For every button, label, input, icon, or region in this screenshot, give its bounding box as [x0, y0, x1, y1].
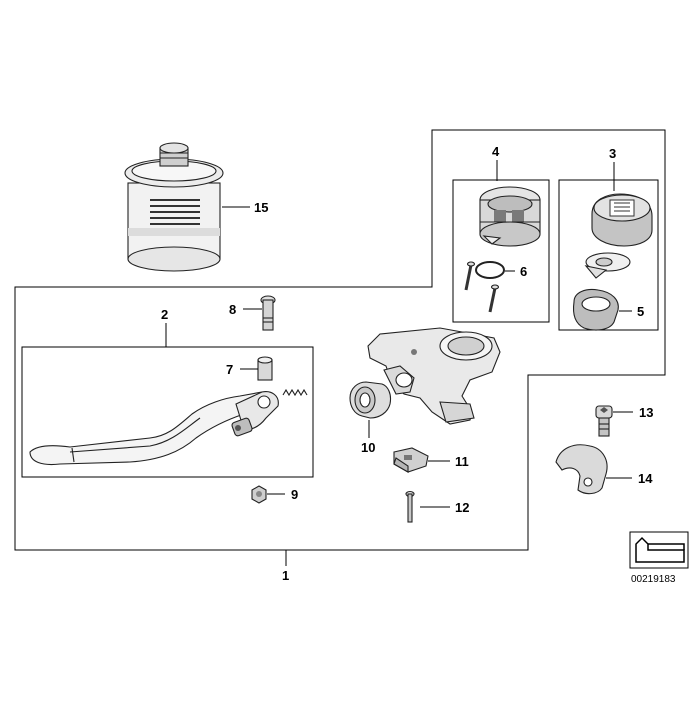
callout-11: 11 [455, 454, 469, 469]
group-4-frame [452, 179, 550, 323]
gasket [572, 288, 619, 331]
group-2-frame [21, 346, 314, 478]
callout-3: 3 [609, 146, 616, 161]
callout-15: 15 [254, 200, 268, 215]
callout-4: 4 [492, 144, 500, 159]
assembly-1-frame [14, 129, 666, 551]
callout-14: 14 [638, 471, 653, 486]
reservoir [479, 186, 541, 247]
screw [405, 490, 415, 523]
diaphragm [584, 252, 631, 279]
diagram-id: 00219183 [631, 574, 676, 585]
can-label-stripes [150, 199, 200, 225]
callout-6: 6 [520, 264, 527, 279]
callout-10: 10 [361, 440, 375, 455]
group-3-frame [558, 179, 659, 331]
reservoir-screw [464, 261, 476, 291]
clutch-lever [29, 391, 279, 466]
callout-5: 5 [637, 304, 644, 319]
bushing [257, 356, 273, 381]
reservoir-cover [591, 193, 653, 247]
callout-9: 9 [291, 487, 298, 502]
switch-clip [393, 447, 429, 473]
master-cylinder-housing [367, 327, 501, 425]
pin-bolt [260, 295, 276, 331]
allen-screw [595, 405, 613, 437]
callout-2: 2 [161, 307, 168, 322]
o-ring [475, 261, 505, 279]
callout-8: 8 [229, 302, 236, 317]
clamp-bracket [555, 444, 608, 495]
callout-1: 1 [282, 568, 289, 583]
callout-12: 12 [455, 500, 469, 515]
callout-7: 7 [226, 362, 233, 377]
direction-arrow-box [629, 531, 689, 569]
brake-fluid-can [124, 142, 224, 272]
rubber-boot [349, 381, 392, 419]
spring [282, 388, 308, 397]
callout-13: 13 [639, 405, 653, 420]
leader-lines [165, 160, 633, 566]
reservoir-screw [488, 284, 500, 313]
lock-nut [251, 485, 267, 504]
